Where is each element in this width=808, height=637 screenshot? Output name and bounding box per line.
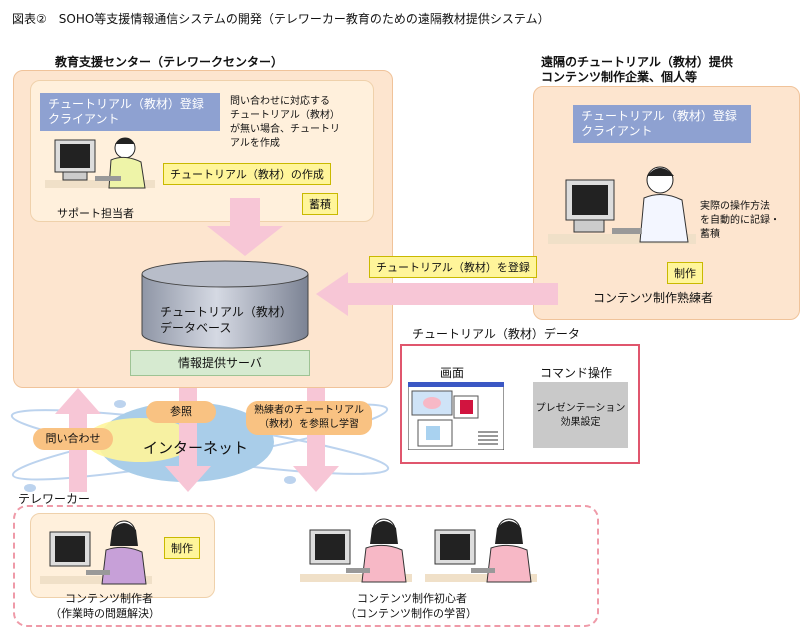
inquiry-pill: 問い合わせ [33,428,113,450]
teleworker-panel [13,505,599,627]
reference-label: 参照 [170,405,192,418]
register-tutorial-label: チュートリアル（教材）を登録 [369,256,537,278]
remote-title-2: コンテンツ制作企業、個人等 [541,70,698,84]
remote-title-1: 遠隔のチュートリアル（教材）提供 [541,55,733,69]
remote-client-label-2: クライアント [581,124,653,138]
internet-label: インターネット [143,439,249,457]
teleworker-title: テレワーカー [18,492,91,506]
center-note-line: が無い場合、チュートリ [230,124,340,135]
command-label: コマンド操作 [540,366,613,380]
expert-ref-line-2: （教材）を参照し学習 [259,419,359,430]
command-box-line-1: プレゼンテーション [535,403,626,414]
beginner-illustration-1 [300,518,412,583]
creator-label-1: コンテンツ制作者 [65,592,153,605]
support-person-label: サポート担当者 [57,207,134,220]
reference-pill: 参照 [146,401,216,423]
server-label: 情報提供サーバ [178,356,262,370]
creator-illustration [40,520,152,585]
reference-arrow [165,388,211,492]
store-label: 蓄積 [302,193,338,215]
register-arrow [316,272,558,316]
remote-produce-label: 制作 [667,262,703,284]
create-tutorial-label: チュートリアル（教材）の作成 [163,163,331,185]
learn-arrow [293,388,339,492]
db-label-2: データベース [160,321,232,335]
db-label-1: チュートリアル（教材） [160,305,292,319]
remote-client-box: チュートリアル（教材）登録 クライアント [573,105,751,143]
expert-person-illustration [548,166,696,244]
center-client-label-2: クライアント [48,112,120,126]
creator-produce-label: 制作 [164,537,200,559]
screen-thumbnail [408,382,504,450]
center-title: 教育支援センター（テレワークセンター） [55,55,284,69]
creator-label-2: （作業時の問題解決） [50,607,160,620]
remote-note-line: を自動的に記録・ [700,215,780,226]
center-note-line: チュートリアル（教材） [230,110,340,121]
expert-ref-pill: 熟練者のチュートリアル （教材）を参照し学習 [246,401,372,435]
remote-note-line: 実際の操作方法 [700,201,770,212]
center-note: 問い合わせに対応する チュートリアル（教材） が無い場合、チュートリ アルを作成 [230,95,340,151]
database-cylinder [141,260,309,349]
center-note-line: アルを作成 [230,138,280,149]
expert-person-label: コンテンツ制作熟練者 [593,291,714,305]
beginner-label-2: （コンテンツ制作の学習） [345,607,477,620]
server-box: 情報提供サーバ [130,350,310,376]
figure-title: 図表② SOHO等支援情報通信システムの開発（テレワーカー教育のための遠隔教材提… [12,12,550,26]
support-person-illustration [45,137,155,189]
center-client-label-1: チュートリアル（教材）登録 [48,97,204,111]
remote-note: 実際の操作方法 を自動的に記録・ 蓄積 [700,200,780,242]
expert-ref-line-1: 熟練者のチュートリアル [254,405,364,416]
beginner-label-1: コンテンツ制作初心者 [357,592,467,605]
center-client-box: チュートリアル（教材）登録 クライアント [40,93,220,131]
tutorial-data-title: チュートリアル（教材）データ [412,327,580,341]
store-arrow [207,198,283,256]
command-box: プレゼンテーション 効果設定 [533,382,628,448]
inquiry-label: 問い合わせ [45,432,101,445]
center-note-line: 問い合わせに対応する [230,96,330,107]
screen-label: 画面 [440,366,465,380]
beginner-illustration-2 [425,518,537,583]
remote-note-line: 蓄積 [700,229,720,240]
remote-client-label-1: チュートリアル（教材）登録 [581,109,737,123]
command-box-line-2: 効果設定 [560,417,601,428]
